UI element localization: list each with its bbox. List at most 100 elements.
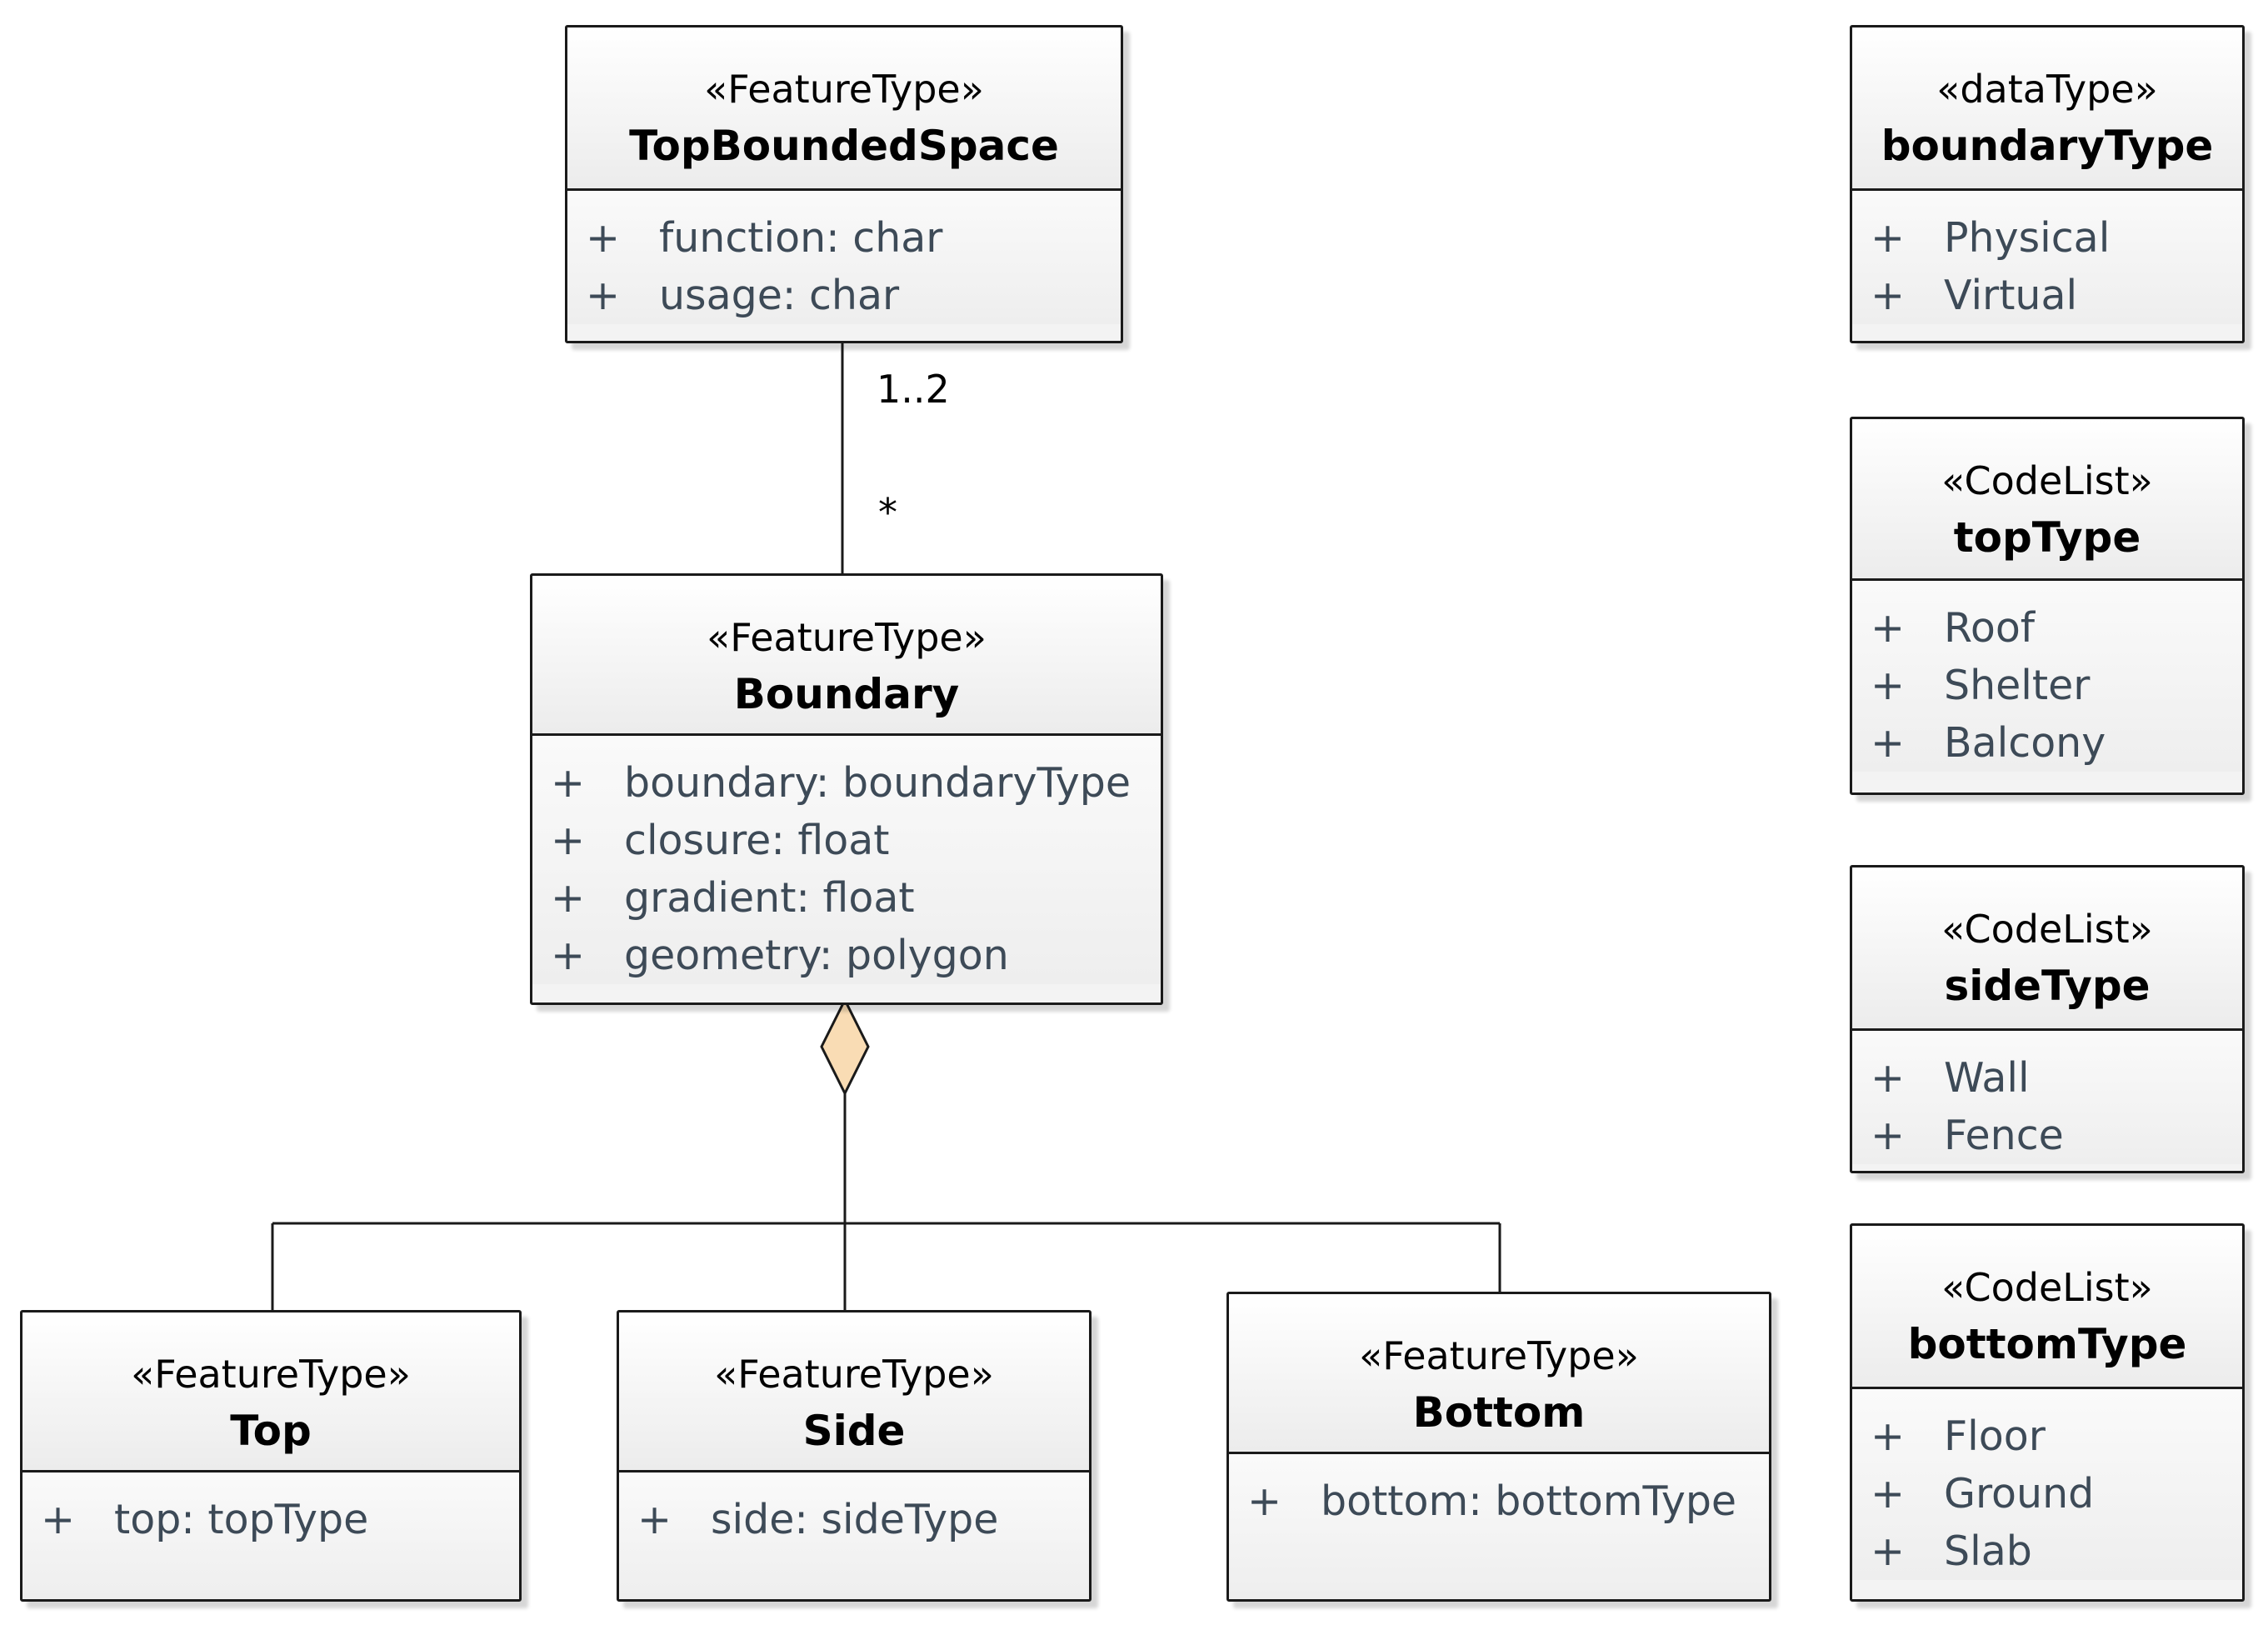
visibility-marker: + — [1871, 1470, 1906, 1518]
attribute-row[interactable]: + Physical — [1852, 209, 2242, 267]
attribute-list: + Physical +Virtual — [1852, 191, 2242, 324]
attribute-row[interactable]: + top: topType — [22, 1491, 519, 1548]
attribute-row[interactable]: + gradient: float — [532, 869, 1161, 927]
visibility-marker: + — [551, 817, 586, 864]
attribute-list: + Roof + Shelter +Balcony — [1852, 581, 2242, 772]
visibility-marker: + — [586, 272, 621, 319]
class-name: Side — [802, 1407, 906, 1455]
attribute-text: Roof — [1944, 604, 2036, 652]
class-bottom[interactable]: «FeatureType» Bottom + bottom: bottomType — [1226, 1292, 1771, 1602]
multiplicity-lower: * — [878, 490, 897, 535]
class-top[interactable]: «FeatureType» Top + top: topType — [20, 1310, 522, 1602]
attribute-row[interactable]: + geometry: polygon — [532, 927, 1161, 984]
attribute-text: Balcony — [1944, 719, 2106, 767]
class-header: «FeatureType» Bottom — [1229, 1294, 1769, 1454]
class-name: topType — [1953, 513, 2141, 562]
stereotype-label: «dataType» — [1936, 67, 2158, 112]
attribute-text: Shelter — [1944, 662, 2091, 709]
visibility-marker: + — [637, 1496, 672, 1543]
stereotype-label: «CodeList» — [1941, 458, 2153, 503]
aggregation-diamond[interactable] — [820, 997, 870, 1097]
attribute-row[interactable]: + Roof — [1852, 599, 2242, 657]
visibility-marker: + — [551, 874, 586, 922]
visibility-marker: + — [41, 1496, 76, 1543]
attribute-list: +boundary: boundaryType +closure: float … — [532, 736, 1161, 984]
class-name: Top — [230, 1407, 312, 1455]
attribute-text: gradient: float — [624, 874, 915, 922]
class-name: Bottom — [1412, 1388, 1586, 1437]
attribute-text: Wall — [1944, 1054, 2030, 1102]
attribute-list: + Floor + Ground + Slab — [1852, 1389, 2242, 1580]
visibility-marker: + — [1871, 1112, 1906, 1159]
class-name: bottomType — [1907, 1320, 2187, 1368]
visibility-marker: + — [551, 932, 586, 979]
attribute-text: top: topType — [114, 1496, 369, 1543]
attribute-row[interactable]: + Wall — [1852, 1049, 2242, 1107]
class-name: sideType — [1944, 962, 2151, 1010]
attribute-row[interactable]: + Shelter — [1852, 657, 2242, 714]
stereotype-label: «FeatureType» — [131, 1352, 411, 1397]
class-header: «CodeList» sideType — [1852, 868, 2242, 1031]
attribute-text: Virtual — [1944, 272, 2078, 319]
attribute-text: closure: float — [624, 817, 890, 864]
attribute-row[interactable]: + side: sideType — [619, 1491, 1089, 1548]
class-header: «CodeList» topType — [1852, 419, 2242, 581]
stereotype-label: «FeatureType» — [714, 1352, 994, 1397]
multiplicity-upper: 1..2 — [877, 367, 950, 412]
attribute-row[interactable]: + usage: char — [567, 267, 1121, 324]
attribute-text: function: char — [659, 214, 943, 262]
attribute-row[interactable]: + closure: float — [532, 812, 1161, 869]
class-side-type[interactable]: «CodeList» sideType + Wall + Fence — [1850, 865, 2245, 1173]
class-header: «FeatureType» TopBoundedSpace — [567, 28, 1121, 191]
attribute-list: + top: topType — [22, 1472, 519, 1599]
attribute-row[interactable]: +boundary: boundaryType — [532, 754, 1161, 812]
class-name: TopBoundedSpace — [629, 122, 1059, 170]
attribute-list: + Wall + Fence — [1852, 1031, 2242, 1164]
visibility-marker: + — [1871, 662, 1906, 709]
class-name: boundaryType — [1881, 122, 2214, 170]
attribute-row[interactable]: + Ground — [1852, 1465, 2242, 1522]
stereotype-label: «FeatureType» — [704, 67, 984, 112]
class-header: «FeatureType» Boundary — [532, 576, 1161, 736]
attribute-text: usage: char — [659, 272, 900, 319]
attribute-text: Physical — [1944, 214, 2111, 262]
class-header: «FeatureType» Side — [619, 1312, 1089, 1472]
attribute-row[interactable]: +Balcony — [1852, 714, 2242, 772]
class-boundary[interactable]: «FeatureType» Boundary +boundary: bounda… — [530, 573, 1163, 1005]
attribute-row[interactable]: + function: char — [567, 209, 1121, 267]
visibility-marker: + — [586, 214, 621, 262]
class-top-type[interactable]: «CodeList» topType + Roof + Shelter +Balco… — [1850, 417, 2245, 795]
visibility-marker: + — [1871, 604, 1906, 652]
attribute-list: + function: char + usage: char — [567, 191, 1121, 324]
attribute-row[interactable]: + bottom: bottomType — [1229, 1472, 1769, 1530]
stereotype-label: «FeatureType» — [707, 615, 987, 660]
attribute-row[interactable]: +Virtual — [1852, 267, 2242, 324]
class-name: Boundary — [733, 670, 960, 718]
visibility-marker: + — [1871, 1412, 1906, 1460]
attribute-text: Fence — [1944, 1112, 2064, 1159]
attribute-text: Floor — [1944, 1412, 2046, 1460]
visibility-marker: + — [1871, 1528, 1906, 1575]
visibility-marker: + — [1871, 1054, 1906, 1102]
attribute-text: Slab — [1944, 1528, 2032, 1575]
visibility-marker: + — [551, 759, 586, 807]
class-side[interactable]: «FeatureType» Side + side: sideType — [617, 1310, 1092, 1602]
attribute-row[interactable]: + Floor — [1852, 1408, 2242, 1465]
attribute-row[interactable]: + Fence — [1852, 1107, 2242, 1164]
attribute-text: Ground — [1944, 1470, 2095, 1518]
attribute-text: geometry: polygon — [624, 932, 1009, 979]
class-top-bounded-space[interactable]: «FeatureType» TopBoundedSpace + function:… — [565, 25, 1123, 343]
stereotype-label: «FeatureType» — [1359, 1333, 1639, 1378]
attribute-row[interactable]: + Slab — [1852, 1522, 2242, 1580]
class-boundary-type[interactable]: «dataType» boundaryType + Physical +Virtu… — [1850, 25, 2245, 343]
visibility-marker: + — [1871, 214, 1906, 262]
attribute-text: side: sideType — [711, 1496, 999, 1543]
stereotype-label: «CodeList» — [1941, 1265, 2153, 1310]
attribute-text: bottom: bottomType — [1321, 1478, 1737, 1525]
visibility-marker: + — [1247, 1478, 1282, 1525]
attribute-list: + bottom: bottomType — [1229, 1454, 1769, 1599]
class-bottom-type[interactable]: «CodeList» bottomType + Floor + Ground + Sl… — [1850, 1223, 2245, 1602]
class-header: «FeatureType» Top — [22, 1312, 519, 1472]
attribute-list: + side: sideType — [619, 1472, 1089, 1599]
